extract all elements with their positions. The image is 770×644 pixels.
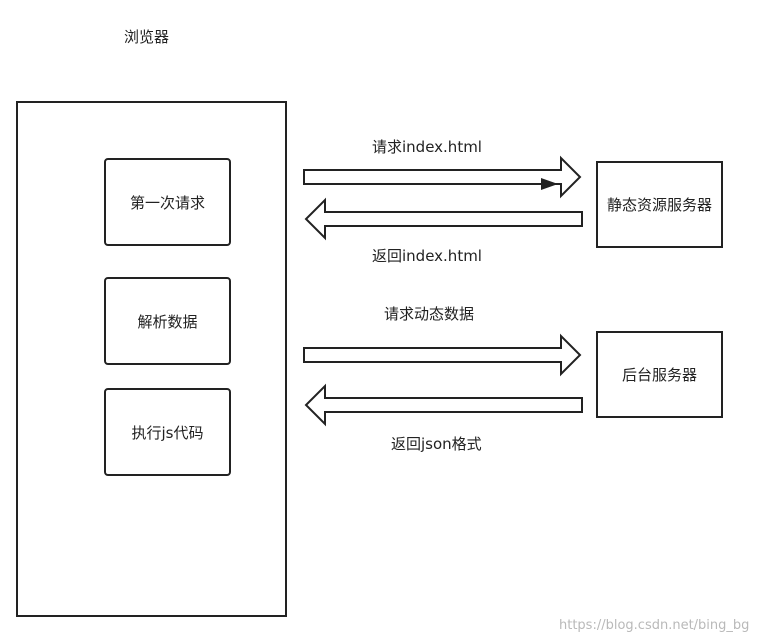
step-execute-js: 执行js代码 [104, 388, 231, 476]
arrow-request-dynamic [303, 333, 582, 377]
label-return-index: 返回index.html [372, 247, 482, 265]
static-resource-server: 静态资源服务器 [596, 161, 723, 248]
arrow-return-json [304, 383, 583, 427]
watermark-text: https://blog.csdn.net/bing_bg [559, 618, 750, 633]
step-first-request: 第一次请求 [104, 158, 231, 246]
browser-title: 浏览器 [124, 28, 170, 46]
label-request-index: 请求index.html [372, 138, 482, 156]
label-return-json: 返回json格式 [391, 435, 482, 453]
arrow-request-index [303, 155, 582, 199]
step-parse-data: 解析数据 [104, 277, 231, 365]
arrow-return-index [304, 197, 583, 241]
backend-server: 后台服务器 [596, 331, 723, 418]
arrow-inner-head [541, 178, 558, 190]
label-request-dynamic: 请求动态数据 [384, 305, 475, 323]
